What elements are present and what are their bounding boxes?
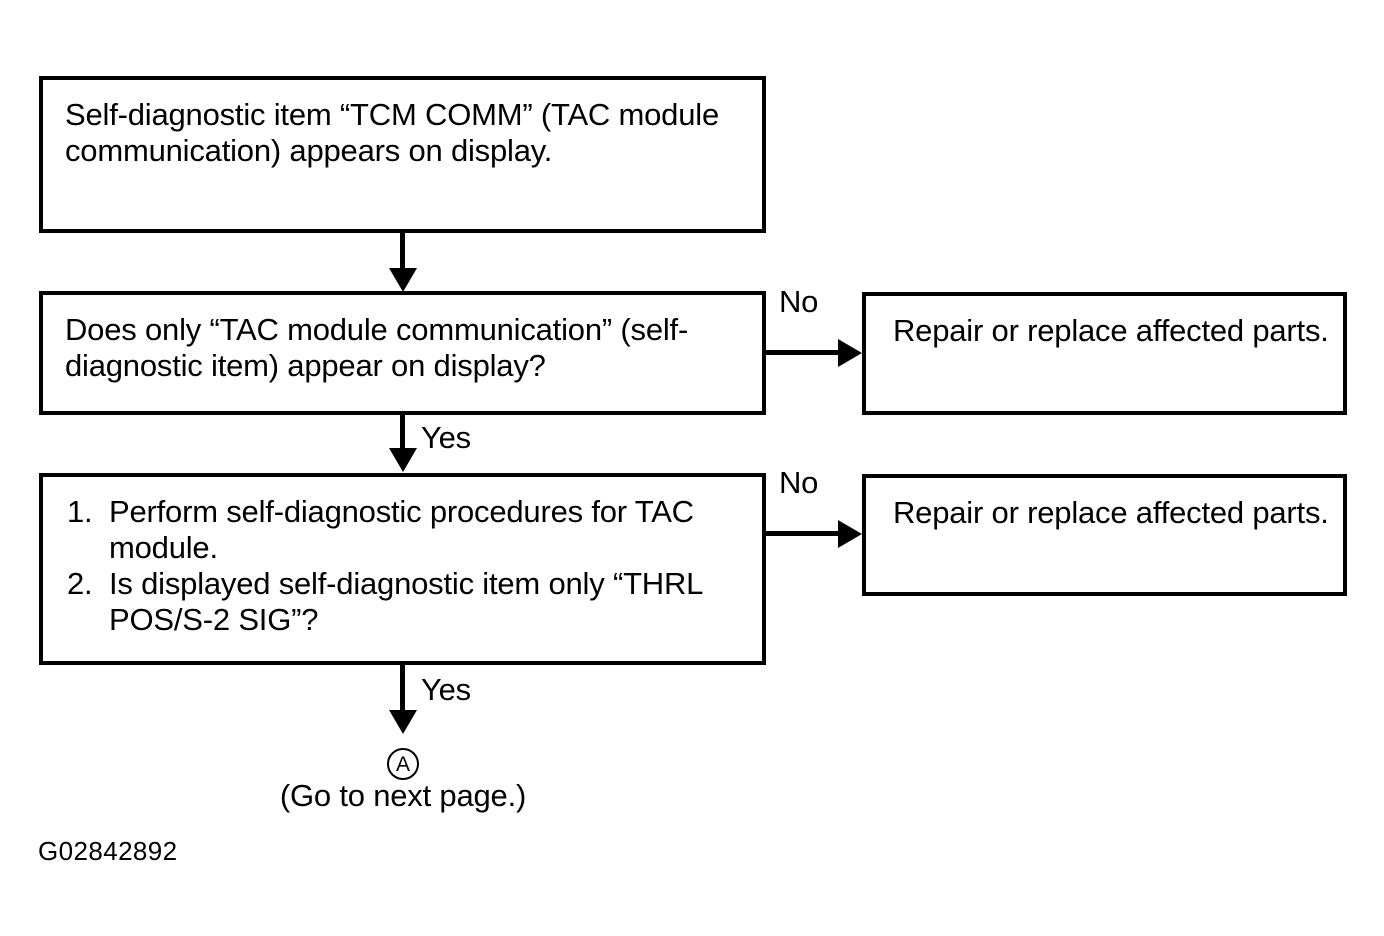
question-2-step-1-marker: 1. [67, 494, 93, 529]
connector-symptom-to-question1-line [400, 233, 405, 275]
symptom-box: Self-diagnostic item “TCM COMM” (TAC mod… [39, 76, 766, 233]
branch-label-yes-2: Yes [421, 672, 471, 707]
question-2-step-1-text: Perform self-diagnostic procedures for T… [109, 494, 694, 565]
arrow-right-icon [838, 339, 862, 367]
repair-box-1: Repair or replace affected parts. [862, 292, 1347, 415]
arrow-down-icon [389, 448, 417, 472]
question-2-box: 1. Perform self-diagnostic procedures fo… [39, 473, 766, 665]
question-2-step-2: 2. Is displayed self-diagnostic item onl… [67, 566, 752, 638]
branch-label-no-2: No [779, 465, 819, 500]
connector-question2-no-line [766, 531, 842, 536]
connector-question1-yes-line [400, 415, 405, 451]
goto-next-page-note: (Go to next page.) [279, 778, 527, 813]
question-2-step-list: 1. Perform self-diagnostic procedures fo… [67, 494, 752, 638]
question-2-step-2-marker: 2. [67, 566, 93, 601]
connector-question2-yes-line [400, 665, 405, 713]
arrow-down-icon [389, 268, 417, 292]
connector-question1-no-line [766, 350, 842, 355]
question-1-box: Does only “TAC module communication” (se… [39, 291, 766, 415]
arrow-right-icon [838, 520, 862, 548]
repair-box-2-text: Repair or replace affected parts. [893, 495, 1329, 530]
branch-label-no-1: No [779, 284, 819, 319]
question-2-step-1: 1. Perform self-diagnostic procedures fo… [67, 494, 752, 566]
question-1-box-text: Does only “TAC module communication” (se… [65, 312, 689, 383]
repair-box-2: Repair or replace affected parts. [862, 474, 1347, 596]
offpage-connector-a: A [387, 748, 419, 780]
symptom-box-text: Self-diagnostic item “TCM COMM” (TAC mod… [65, 97, 719, 168]
figure-id-label: G02842892 [38, 836, 178, 866]
question-2-step-2-text: Is displayed self-diagnostic item only “… [109, 566, 703, 637]
branch-label-yes-1: Yes [421, 420, 471, 455]
arrow-down-icon [389, 710, 417, 734]
repair-box-1-text: Repair or replace affected parts. [893, 313, 1329, 348]
